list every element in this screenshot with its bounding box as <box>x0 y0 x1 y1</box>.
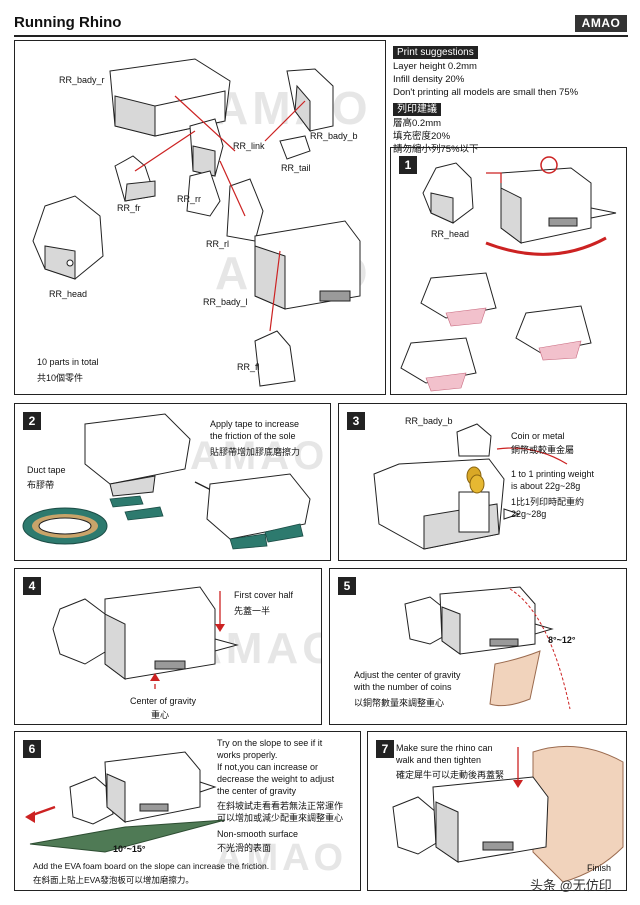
adjust-note: Adjust the center of gravity <box>354 670 461 680</box>
part-label-fr: RR_fr <box>117 203 141 213</box>
gravity-label-zh: 重心 <box>151 710 170 720</box>
try-note-zh: 在斜坡試走看看若無法正常運作 <box>217 801 344 811</box>
step-4-illustration <box>52 586 239 689</box>
step-1-panel: 1 RR_head <box>390 147 627 395</box>
surface-label-zh: 不光滑的表面 <box>217 843 272 853</box>
part-label-link: RR_link <box>233 141 265 151</box>
parts-count-zh: 共10個零件 <box>37 373 84 383</box>
tape-note: the friction of the sole <box>210 431 296 441</box>
brand-logo: AMAO <box>575 15 627 32</box>
step-3-illustration <box>373 423 568 550</box>
part-label-body-r: RR_bady_r <box>59 75 105 85</box>
print-line: Infill density 20% <box>393 74 465 85</box>
print-header: Print suggestions <box>393 46 478 59</box>
print-line-zh: 層高0.2mm <box>393 118 442 129</box>
parts-panel: AMAO AMAO RR_ba <box>14 40 386 395</box>
walk-note: walk and then tighten <box>396 755 482 765</box>
step-1-illustration <box>400 156 617 392</box>
header-divider <box>14 35 628 37</box>
step-6-panel: 6 AMAO Try on the slope to see if it wor… <box>14 731 361 891</box>
print-suggestions: Print suggestions Layer height 0.2mm Inf… <box>393 42 633 156</box>
part-label-tail: RR_tail <box>281 163 311 173</box>
step-3-panel: 3 RR_bady_b Coin or metal 銅幣或較重金屬 1 to 1… <box>338 403 627 561</box>
part-label-fl: RR_fl <box>237 362 260 372</box>
coin-label-zh: 銅幣或較重金屬 <box>511 445 575 455</box>
eva-note: Add the EVA foam board on the slope can … <box>33 861 270 871</box>
weight-note: 1 to 1 printing weight <box>511 469 595 479</box>
step-2-panel: 2 AMAO Duct tape 布膠帶 Apply tape to incre… <box>14 403 331 561</box>
part-label-rl: RR_rl <box>206 239 230 249</box>
page-title: Running Rhino <box>14 14 122 31</box>
footer-credit: 头条 @无仿印 <box>530 878 612 893</box>
try-note-zh: 可以增加或減少配重來調整重心 <box>217 813 344 823</box>
cover-note-zh: 先蓋一半 <box>234 606 271 616</box>
try-note: decrease the weight to adjust <box>217 774 335 784</box>
tape-note-zh: 貼膠帶增加膠底磨擦力 <box>210 447 301 457</box>
watermark: AMAO <box>190 434 329 478</box>
try-note: Try on the slope to see if it <box>217 738 323 748</box>
step-5-panel: 5 8°~12° Adjust the center of gravity wi… <box>329 568 627 725</box>
step-2-illustration <box>22 413 311 550</box>
adjust-note-zh: 以銅幣數量來調整重心 <box>354 698 445 708</box>
step-4-panel: 4 AMAO First cover half 先蓋一半 Center of g… <box>14 568 322 725</box>
walk-note: Make sure the rhino can <box>396 743 493 753</box>
part-label-head: RR_head <box>49 289 88 299</box>
step-5-illustration <box>404 586 571 710</box>
duct-tape-label-zh: 布膠帶 <box>27 480 55 490</box>
print-line-zh: 請勿縮小列75%以下 <box>393 144 479 155</box>
parts-count: 10 parts in total <box>37 357 99 367</box>
weight-note-zh: 1比1列印時配重約 <box>511 497 585 507</box>
step-number: 2 <box>23 412 41 430</box>
eva-note-zh: 在斜面上貼上EVA發泡板可以增加磨擦力。 <box>33 875 194 885</box>
part-label-rr: RR_rr <box>177 194 201 204</box>
part-label: RR_bady_b <box>405 416 453 426</box>
step-6-illustration <box>25 751 226 853</box>
step-number: 6 <box>23 740 41 758</box>
adjust-note: with the number of coins <box>354 682 452 692</box>
print-line: Don't printing all models are small then… <box>393 87 579 98</box>
tape-note: Apply tape to increase <box>210 419 300 429</box>
parts-illustration <box>32 58 361 387</box>
watermark: AMAO <box>215 837 348 879</box>
part-label-body-l: RR_bady_l <box>203 297 248 307</box>
print-line: Layer height 0.2mm <box>393 61 477 72</box>
step-number: 7 <box>376 740 394 758</box>
gravity-label: Center of gravity <box>130 696 197 706</box>
step-number: 5 <box>338 577 356 595</box>
weight-note-zh: 22g~28g <box>511 509 547 519</box>
weight-note: is about 22g~28g <box>511 481 581 491</box>
duct-tape-label: Duct tape <box>27 465 66 475</box>
step-7-illustration <box>392 745 624 883</box>
try-note: If not,you can increase or <box>217 762 319 772</box>
print-header-zh: 列印建議 <box>393 103 441 116</box>
finish-label: Finish <box>587 863 612 873</box>
coin-label: Coin or metal <box>511 431 565 441</box>
slope-angle: 10°~15° <box>113 844 146 854</box>
walk-note-zh: 確定犀牛可以走動後再蓋緊 <box>396 770 505 780</box>
step-number: 1 <box>399 156 417 174</box>
surface-label: Non-smooth surface <box>217 829 299 839</box>
try-note: works properly. <box>217 750 278 760</box>
print-line-zh: 填充密度20% <box>393 131 451 142</box>
step-7-panel: 7 Make sure the rhino can walk and then … <box>367 731 627 891</box>
step-number: 3 <box>347 412 365 430</box>
step-number: 4 <box>23 577 41 595</box>
angle-label: 8°~12° <box>548 635 576 645</box>
part-label-body-b: RR_bady_b <box>310 131 358 141</box>
step-1-head-label: RR_head <box>431 229 470 239</box>
try-note: the center of gravity <box>217 786 297 796</box>
cover-note: First cover half <box>234 590 294 600</box>
